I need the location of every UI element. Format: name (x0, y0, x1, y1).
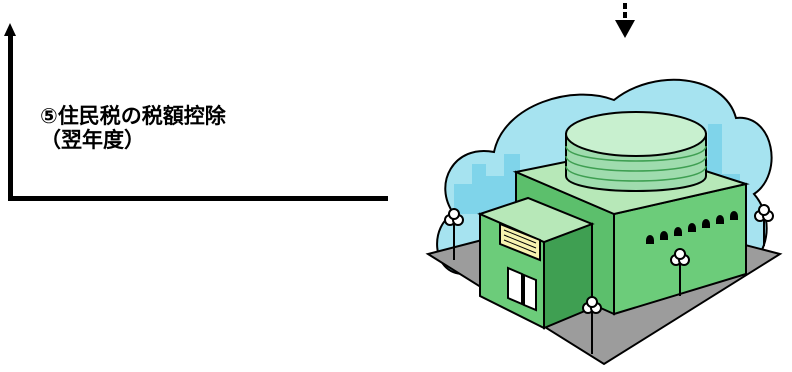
rotunda-stripes (565, 145, 707, 182)
building-icon (425, 78, 783, 366)
rotunda-top (565, 111, 707, 157)
corner-arrow-icon (4, 23, 388, 201)
entrance-doors (507, 266, 537, 312)
arrow-head-up (4, 23, 16, 36)
arrow-dash-2 (623, 12, 627, 18)
arrow-horizontal-line (8, 196, 388, 201)
step-title-line1: ⑤住民税の税額控除 (40, 104, 226, 128)
arrow-head-down (615, 20, 635, 38)
marquee-lines (503, 229, 537, 254)
arched-windows (646, 211, 738, 244)
arrow-vertical-line (8, 33, 13, 201)
arrow-dash-1 (623, 3, 627, 9)
dashed-down-arrow-icon (615, 3, 635, 38)
lamp-posts (444, 204, 774, 354)
step-label: ⑤住民税の税額控除 （翌年度） (40, 104, 226, 152)
step-title-line2: （翌年度） (40, 128, 145, 152)
